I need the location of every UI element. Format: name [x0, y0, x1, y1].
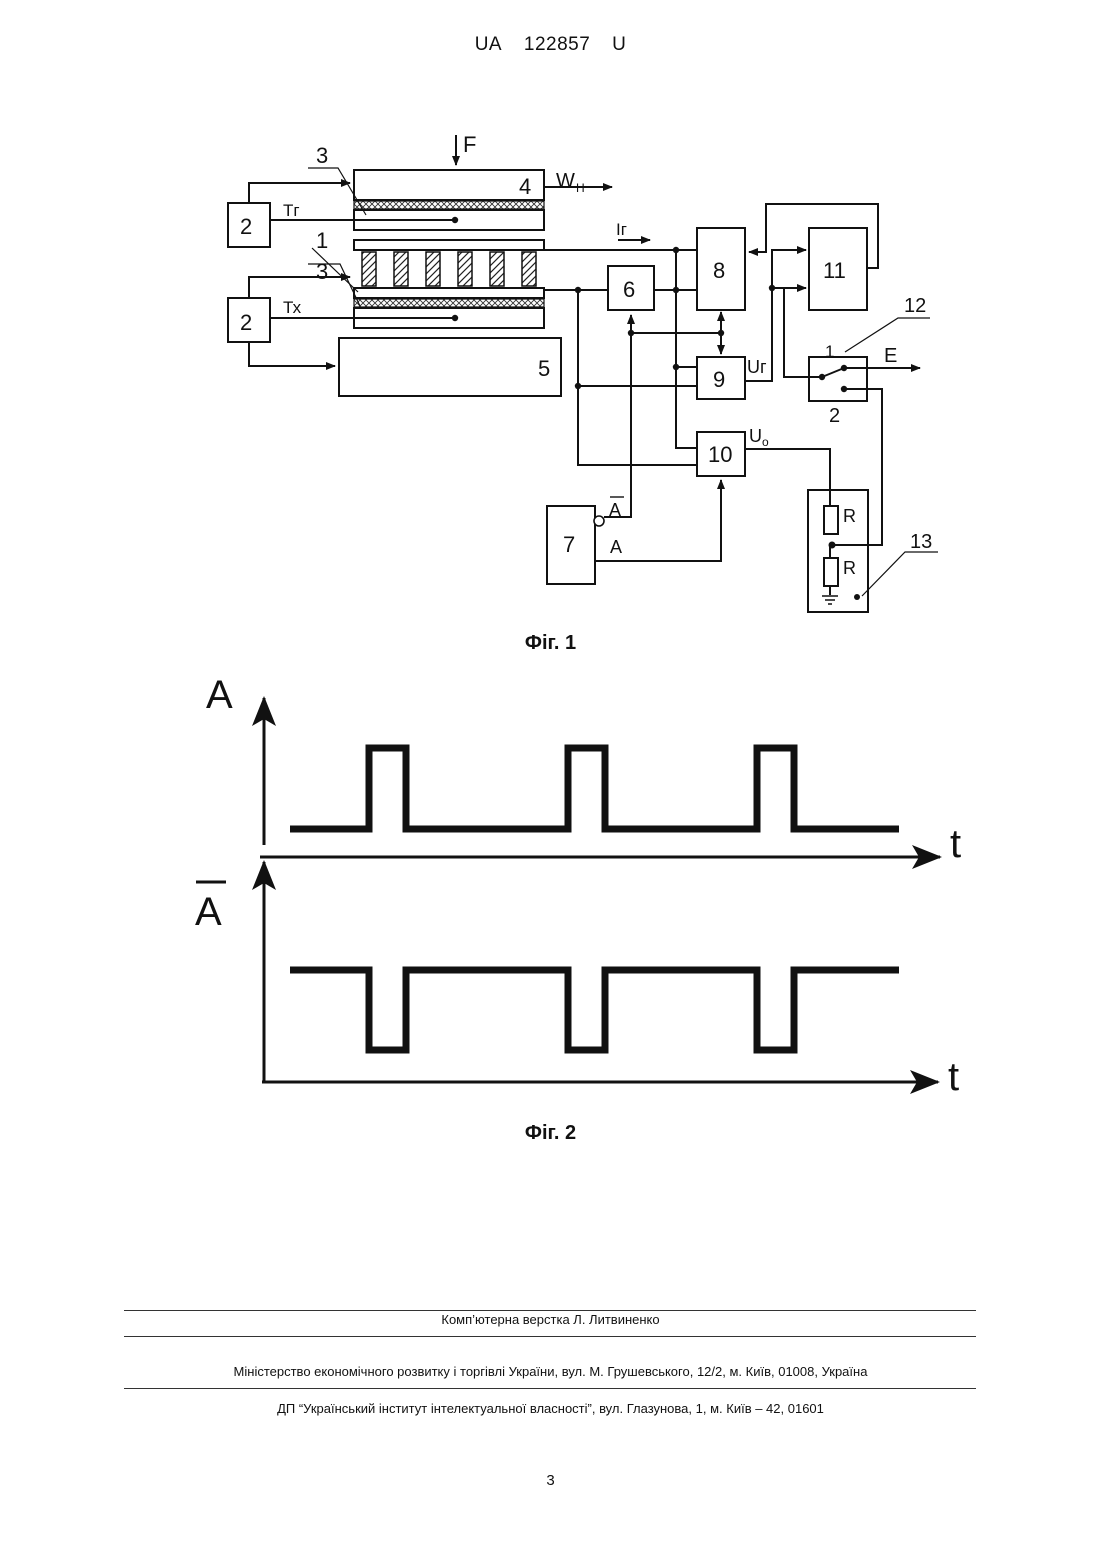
- heat-sink-4: [354, 170, 544, 200]
- label-block-8: 8: [713, 258, 725, 283]
- label-a-bar: A: [609, 500, 621, 520]
- footer-rule-1: [124, 1310, 976, 1311]
- callout-3-top: 3: [316, 143, 328, 168]
- label-wn: W: [556, 170, 575, 192]
- resistor-upper: [824, 506, 838, 534]
- switch-12-box: [809, 357, 867, 401]
- label-block-9: 9: [713, 367, 725, 392]
- label-force: F: [463, 132, 476, 157]
- label-block-2-top: 2: [240, 214, 252, 239]
- label-tg: Тг: [283, 201, 300, 220]
- callout-3-bottom: 3: [316, 259, 328, 284]
- ground-symbol: [822, 596, 838, 604]
- footer-credit: Комп’ютерна верстка Л. Литвиненко: [0, 1312, 1101, 1327]
- label-ig: Iг: [616, 220, 627, 239]
- label-block-10: 10: [708, 442, 732, 467]
- thermoelement-legs: [362, 252, 536, 286]
- label-tx: Тх: [283, 298, 302, 317]
- label-a: A: [610, 537, 622, 557]
- footer-institute: ДП “Український інститут інтелектуальної…: [0, 1401, 1101, 1416]
- switch-position-1: 1: [825, 342, 834, 361]
- callout-1: 1: [316, 228, 328, 253]
- callout-13: 13: [910, 531, 932, 553]
- label-wn-sub: Н: [576, 181, 585, 195]
- label-r-upper: R: [843, 506, 856, 526]
- label-block-6: 6: [623, 277, 635, 302]
- page-number: 3: [0, 1472, 1101, 1489]
- label-e: E: [884, 345, 897, 367]
- label-uo-sub: o: [762, 435, 769, 449]
- label-block-4: 4: [519, 174, 531, 199]
- label-block-11: 11: [823, 258, 846, 283]
- footer-ministry: Міністерство економічного розвитку і тор…: [0, 1364, 1101, 1379]
- insulation-layer-top: [354, 201, 544, 209]
- label-block-5: 5: [538, 356, 550, 381]
- resistor-lower: [824, 558, 838, 586]
- switch-position-2: 2: [829, 405, 840, 427]
- label-ug: Uг: [747, 357, 767, 377]
- label-block-2-bottom: 2: [240, 310, 252, 335]
- ceramic-plate-top: [354, 240, 544, 250]
- label-uo: U: [749, 426, 762, 446]
- insulation-layer-bottom: [354, 299, 544, 307]
- figure-1-caption: Фіг. 1: [0, 632, 1101, 655]
- label-r-lower: R: [843, 558, 856, 578]
- heat-sink-5: [339, 338, 561, 396]
- footer-rule-3: [124, 1388, 976, 1389]
- footer-rule-2: [124, 1336, 976, 1337]
- figure-2-caption: Фіг. 2: [0, 1122, 1101, 1145]
- ceramic-plate-bottom: [354, 288, 544, 298]
- callout-12: 12: [904, 295, 926, 317]
- label-block-7: 7: [563, 532, 575, 557]
